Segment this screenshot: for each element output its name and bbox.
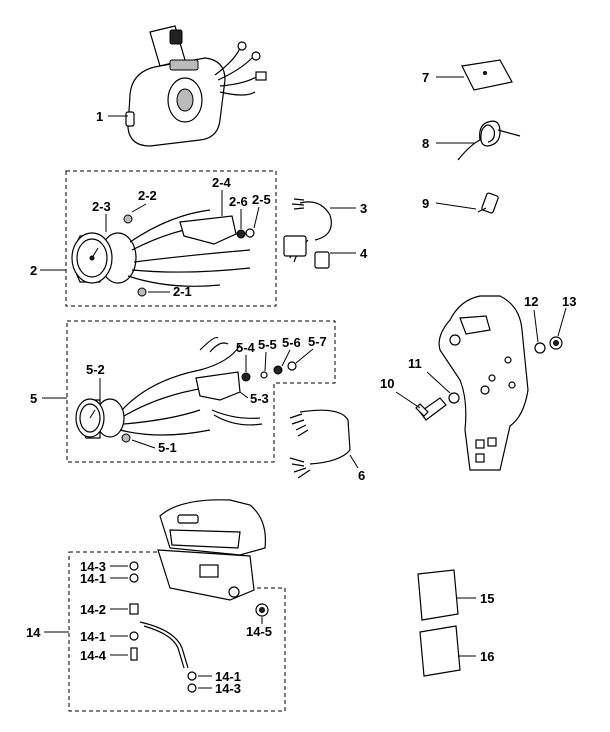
label-2-6: 2-6 bbox=[229, 194, 248, 209]
water-hose bbox=[139, 621, 189, 669]
label-2-3: 2-3 bbox=[92, 199, 111, 214]
trim-gauge bbox=[75, 398, 125, 439]
gauge-wires-2 bbox=[127, 209, 251, 287]
label-5: 5 bbox=[30, 391, 37, 406]
washer-5-4 bbox=[241, 372, 251, 382]
label-13: 13 bbox=[562, 294, 576, 309]
bulb-2-1 bbox=[137, 287, 147, 297]
spring-8 bbox=[457, 120, 521, 161]
bulb-5-1 bbox=[121, 433, 131, 443]
tachometer-gauge bbox=[71, 232, 137, 284]
washer-2-6 bbox=[236, 229, 246, 239]
nut-2-5 bbox=[245, 228, 255, 238]
washer-11 bbox=[448, 392, 460, 404]
washer-5-6 bbox=[273, 365, 283, 375]
decal-15 bbox=[417, 569, 459, 621]
decal-16 bbox=[419, 625, 461, 677]
washer-5-5 bbox=[260, 371, 268, 379]
label-1: 1 bbox=[96, 109, 103, 124]
label-16: 16 bbox=[480, 649, 494, 664]
label-2: 2 bbox=[30, 263, 37, 278]
label-9: 9 bbox=[422, 196, 429, 211]
label-10: 10 bbox=[380, 376, 394, 391]
pad-7 bbox=[461, 59, 513, 91]
washer-14-1c bbox=[187, 671, 197, 681]
label-3: 3 bbox=[360, 201, 367, 216]
group-2-boundary bbox=[65, 170, 277, 307]
label-14: 14 bbox=[26, 625, 41, 640]
bulb-2-2 bbox=[123, 214, 133, 224]
group-5-boundary bbox=[66, 320, 336, 463]
label-5-7: 5-7 bbox=[308, 334, 327, 349]
label-5-6: 5-6 bbox=[282, 335, 301, 350]
fitting-14-2 bbox=[129, 603, 139, 615]
label-2-1: 2-1 bbox=[173, 284, 192, 299]
gauge-wires-5 bbox=[119, 336, 263, 436]
label-14-1b: 14-1 bbox=[80, 629, 106, 644]
label-14-5: 14-5 bbox=[246, 624, 272, 639]
label-5-3: 5-3 bbox=[250, 391, 269, 406]
bolt-14-4 bbox=[130, 647, 138, 661]
washer-14-1b bbox=[129, 631, 139, 641]
label-14-3a: 14-3 bbox=[80, 559, 106, 574]
label-2-2: 2-2 bbox=[138, 188, 157, 203]
nut-14-3a bbox=[129, 561, 139, 571]
pin-9 bbox=[477, 192, 499, 214]
label-14-2: 14-2 bbox=[80, 602, 106, 617]
group-14-boundary bbox=[68, 551, 286, 712]
engine-cowling bbox=[157, 499, 267, 601]
washer-12 bbox=[534, 342, 546, 354]
label-5-4: 5-4 bbox=[236, 340, 256, 355]
label-12: 12 bbox=[524, 294, 538, 309]
label-5-1: 5-1 bbox=[158, 440, 177, 455]
nut-14-3b bbox=[187, 683, 197, 693]
label-5-2: 5-2 bbox=[86, 362, 105, 377]
wire-harness-6 bbox=[289, 409, 351, 479]
label-14-1c: 14-1 bbox=[215, 669, 241, 684]
bolt-10 bbox=[415, 397, 447, 421]
label-7: 7 bbox=[422, 70, 429, 85]
remote-control-box bbox=[125, 25, 267, 147]
label-2-5: 2-5 bbox=[252, 192, 271, 207]
label-11: 11 bbox=[408, 356, 422, 371]
label-8: 8 bbox=[422, 136, 429, 151]
label-14-4: 14-4 bbox=[80, 648, 107, 663]
label-4: 4 bbox=[360, 246, 368, 261]
label-6: 6 bbox=[358, 468, 365, 483]
connector-4 bbox=[314, 251, 330, 269]
wire-harness-3 bbox=[283, 198, 332, 263]
label-14-1a: 14-1 bbox=[80, 571, 106, 586]
nut-5-7 bbox=[287, 361, 297, 371]
label-14-3b: 14-3 bbox=[215, 681, 241, 696]
label-15: 15 bbox=[480, 591, 494, 606]
washer-14-1a bbox=[129, 573, 139, 583]
label-5-5: 5-5 bbox=[258, 337, 277, 352]
mounting-bracket bbox=[438, 295, 529, 471]
label-2-4: 2-4 bbox=[212, 175, 232, 190]
